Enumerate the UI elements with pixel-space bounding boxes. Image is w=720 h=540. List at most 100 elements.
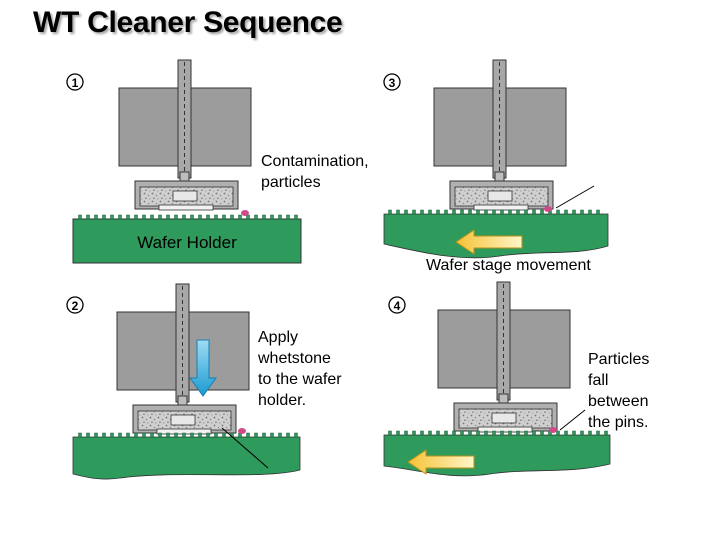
pin bbox=[532, 209, 536, 215]
pin bbox=[214, 432, 218, 438]
stage-movement-caption: Wafer stage movement bbox=[426, 257, 591, 274]
pin bbox=[158, 432, 162, 438]
pin bbox=[436, 430, 440, 436]
holder-surface-2 bbox=[72, 436, 301, 480]
pin bbox=[94, 214, 98, 220]
pin bbox=[500, 209, 504, 215]
pin bbox=[524, 209, 528, 215]
pin bbox=[246, 432, 250, 438]
pin bbox=[110, 214, 114, 220]
pin bbox=[206, 432, 210, 438]
pin bbox=[492, 430, 496, 436]
pin bbox=[278, 214, 282, 220]
pin bbox=[484, 209, 488, 215]
particle-1 bbox=[241, 210, 249, 216]
pin bbox=[476, 209, 480, 215]
step-2-panel: 2 bbox=[66, 283, 301, 480]
pin bbox=[286, 214, 290, 220]
pin bbox=[278, 432, 282, 438]
stage-move-arrow-4 bbox=[407, 449, 475, 475]
wafer-holder-block bbox=[72, 218, 302, 264]
contamination-note: Contamination, particles bbox=[261, 151, 369, 193]
pin bbox=[436, 209, 440, 215]
pin bbox=[142, 214, 146, 220]
pin bbox=[556, 430, 560, 436]
pin bbox=[294, 432, 298, 438]
pin bbox=[214, 214, 218, 220]
pin bbox=[94, 432, 98, 438]
pin bbox=[508, 430, 512, 436]
contamination-line-1: Contamination, bbox=[261, 153, 369, 170]
pin bbox=[532, 430, 536, 436]
pin bbox=[444, 430, 448, 436]
pin bbox=[86, 214, 90, 220]
fall-line-1: Particles bbox=[588, 351, 650, 368]
cleaner-head-3 bbox=[433, 59, 567, 211]
pin bbox=[492, 209, 496, 215]
apply-whetstone-note: Apply whetstone to the wafer holder. bbox=[258, 327, 342, 411]
pin bbox=[604, 430, 608, 436]
pin bbox=[540, 209, 544, 215]
pin bbox=[524, 430, 528, 436]
pin bbox=[596, 209, 600, 215]
fall-line-4: the pins. bbox=[588, 414, 649, 431]
pin bbox=[222, 214, 226, 220]
pin bbox=[254, 432, 258, 438]
step-2-number: 2 bbox=[72, 299, 79, 313]
fall-line-2: fall bbox=[588, 372, 609, 389]
pin bbox=[468, 430, 472, 436]
particle-4 bbox=[549, 427, 557, 433]
pin bbox=[388, 209, 392, 215]
wafer-holder-label: Wafer Holder bbox=[137, 233, 237, 252]
pin bbox=[78, 432, 82, 438]
pin bbox=[270, 214, 274, 220]
pin-row-1 bbox=[78, 214, 298, 220]
pin bbox=[404, 430, 408, 436]
pin bbox=[588, 209, 592, 215]
slide-title: WT Cleaner Sequence bbox=[33, 6, 343, 39]
pin bbox=[508, 209, 512, 215]
fall-line-3: between bbox=[588, 393, 649, 410]
pin bbox=[428, 430, 432, 436]
pin bbox=[102, 432, 106, 438]
cleaner-head-2 bbox=[116, 283, 250, 435]
apply-line-2: whetstone bbox=[258, 350, 331, 367]
pin bbox=[222, 432, 226, 438]
step-4-panel: 4 bbox=[383, 281, 611, 477]
particle-2 bbox=[238, 428, 246, 434]
pin bbox=[420, 430, 424, 436]
pin bbox=[134, 214, 138, 220]
pin bbox=[198, 432, 202, 438]
pin bbox=[78, 214, 82, 220]
apply-line-1: Apply bbox=[258, 329, 299, 346]
pin bbox=[452, 430, 456, 436]
pin bbox=[444, 209, 448, 215]
pin bbox=[126, 214, 130, 220]
pin bbox=[580, 209, 584, 215]
pin bbox=[516, 430, 520, 436]
pin bbox=[270, 432, 274, 438]
cleaner-head-4 bbox=[437, 281, 571, 433]
step-1-panel: 1 Wafer Holder bbox=[66, 59, 302, 264]
pin bbox=[428, 209, 432, 215]
pin bbox=[182, 214, 186, 220]
pin bbox=[206, 214, 210, 220]
pin bbox=[86, 432, 90, 438]
pin bbox=[174, 432, 178, 438]
pin bbox=[468, 209, 472, 215]
apply-line-3: to the wafer bbox=[258, 371, 342, 388]
pin bbox=[572, 209, 576, 215]
pin bbox=[420, 209, 424, 215]
pin bbox=[182, 432, 186, 438]
pin bbox=[556, 209, 560, 215]
pin bbox=[564, 209, 568, 215]
stage-move-arrow-3 bbox=[455, 229, 523, 255]
pin bbox=[166, 214, 170, 220]
pin bbox=[262, 214, 266, 220]
pin bbox=[102, 214, 106, 220]
pin bbox=[246, 214, 250, 220]
step-3-panel: 3 bbox=[383, 59, 609, 259]
pin bbox=[500, 430, 504, 436]
pin bbox=[596, 430, 600, 436]
